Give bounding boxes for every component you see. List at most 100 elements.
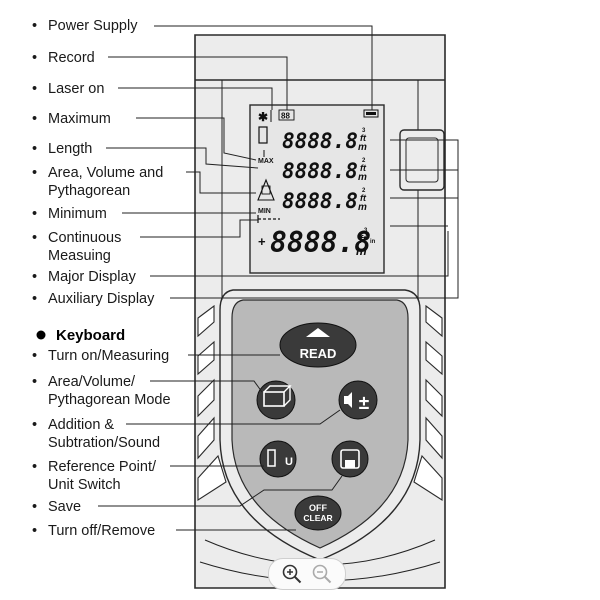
zoom-control bbox=[268, 558, 346, 590]
bullet-dot: • bbox=[32, 81, 37, 97]
keyboard-heading: Keyboard bbox=[56, 327, 125, 344]
bullet-dot: • bbox=[32, 18, 37, 34]
off-clear-button[interactable]: OFF CLEAR bbox=[294, 495, 342, 531]
label-minimum: Minimum bbox=[48, 206, 107, 222]
lcd-unit-in-major: in bbox=[370, 239, 376, 245]
leader-area-mode bbox=[150, 380, 263, 393]
feature-labels: • Power Supply • Record • Laser on • Max… bbox=[32, 18, 171, 539]
lcd-exp-major: 3 bbox=[364, 228, 368, 234]
leader-continuous bbox=[140, 219, 258, 238]
label-add-sub-line2: Subtration/Sound bbox=[48, 435, 160, 451]
bullet-dot: • bbox=[32, 417, 37, 433]
bullet-dot: • bbox=[32, 165, 37, 181]
lcd-screen: ✱ 88 8888.8 3 ft m MAX 8888.8 2 ft m MIN… bbox=[249, 104, 385, 274]
laser-on-icon: ✱ bbox=[258, 110, 268, 124]
lcd-unit-ft-row-2: ft bbox=[360, 163, 367, 173]
label-ref-point-line2: Unit Switch bbox=[48, 477, 121, 493]
label-save: Save bbox=[48, 499, 81, 515]
lcd-exp-row-2: 2 bbox=[362, 158, 366, 164]
battery-icon bbox=[363, 109, 379, 118]
lcd-exp-row-3: 2 bbox=[362, 188, 366, 194]
add-subtract-sound-button[interactable]: ± bbox=[338, 380, 378, 420]
label-maximum: Maximum bbox=[48, 111, 111, 127]
label-continuous-line2: Measuing bbox=[48, 248, 111, 264]
label-turn-on: Turn on/Measuring bbox=[48, 348, 169, 364]
bullet-dot: • bbox=[32, 291, 37, 307]
label-area-volume-line1: Area, Volume and bbox=[48, 165, 163, 181]
floppy-label-icon bbox=[345, 460, 355, 468]
bullet-dot: • bbox=[32, 111, 37, 127]
read-button-label: READ bbox=[300, 346, 337, 361]
leader-major-display bbox=[150, 231, 449, 277]
grip-ridge-left-5 bbox=[197, 454, 227, 502]
label-laser-on: Laser on bbox=[48, 81, 104, 97]
bullet-dot: • bbox=[32, 348, 37, 364]
leader-laser-on bbox=[118, 87, 273, 110]
keys: READ ± U OFF CLEAR bbox=[256, 322, 378, 531]
leader-save bbox=[98, 475, 343, 507]
lcd-unit-ft-row-3: ft bbox=[360, 193, 367, 203]
lcd-unit-ft-row-1: ft bbox=[360, 133, 367, 143]
label-ref-point-line1: Reference Point/ bbox=[48, 459, 157, 475]
leader-lines bbox=[98, 25, 459, 531]
leader-add-sub bbox=[126, 409, 341, 425]
zoom-in-icon[interactable] bbox=[281, 563, 303, 585]
leader-auxiliary-display bbox=[170, 154, 459, 299]
grip-ridge-right-4 bbox=[425, 416, 443, 460]
leader-power-supply bbox=[154, 25, 373, 110]
grip-ridge-right-3 bbox=[425, 378, 443, 418]
min-indicator: MIN bbox=[258, 208, 271, 215]
label-power-supply: Power Supply bbox=[48, 18, 138, 34]
lcd-unit-ft-major: ft bbox=[359, 234, 368, 246]
box-edge-icon bbox=[263, 385, 292, 407]
label-auxiliary-display: Auxiliary Display bbox=[48, 291, 155, 307]
grip-ridge-left-3 bbox=[197, 378, 215, 418]
bullet-dot: • bbox=[32, 523, 37, 539]
label-major-display: Major Display bbox=[48, 269, 137, 285]
bullet-dot: • bbox=[32, 141, 37, 157]
read-button[interactable]: READ bbox=[279, 322, 357, 368]
leader-record bbox=[108, 56, 288, 110]
lcd-exp-row-1: 3 bbox=[362, 128, 366, 134]
bullet-dot: • bbox=[32, 269, 37, 285]
speaker-icon bbox=[344, 392, 352, 408]
triangle-up-icon bbox=[306, 328, 330, 337]
box-icon bbox=[263, 391, 285, 407]
leader-area-volume bbox=[186, 171, 256, 194]
grip-ridge-right-5 bbox=[413, 454, 443, 502]
bullet-dot: • bbox=[32, 50, 37, 66]
lcd-unit-m-major: m bbox=[356, 244, 367, 258]
battery-level bbox=[366, 112, 376, 115]
label-record: Record bbox=[48, 50, 95, 66]
plus-minus-label: ± bbox=[359, 393, 369, 414]
lcd-digits-row-2: 8888.8 bbox=[282, 159, 358, 183]
bullet-dot: • bbox=[32, 459, 37, 475]
label-length: Length bbox=[48, 141, 92, 157]
area-volume-button[interactable] bbox=[256, 380, 296, 420]
lcd-digits-row-1: 8888.8 bbox=[282, 129, 358, 153]
side-button[interactable] bbox=[399, 129, 445, 191]
lcd-unit-m-row-3: m bbox=[358, 202, 367, 213]
label-turn-off: Turn off/Remove bbox=[48, 523, 155, 539]
area-icon bbox=[261, 185, 271, 195]
label-area-mode-line1: Area/Volume/ bbox=[48, 374, 136, 390]
lcd-digits-major: 8888.8 bbox=[270, 226, 371, 259]
plus-indicator: + bbox=[258, 234, 266, 249]
grip-ridge-right-1 bbox=[425, 304, 443, 338]
reference-unit-button[interactable]: U bbox=[259, 440, 297, 478]
record-counter: 88 bbox=[281, 112, 290, 121]
leader-length bbox=[106, 147, 259, 169]
lcd-frame bbox=[249, 104, 385, 274]
save-button[interactable] bbox=[331, 440, 369, 478]
bullet-dot: • bbox=[32, 206, 37, 222]
unit-switch-label: U bbox=[285, 456, 293, 468]
clear-label: CLEAR bbox=[303, 513, 332, 523]
lcd-digits-row-3: 8888.8 bbox=[282, 189, 358, 213]
keyboard-bullet bbox=[36, 330, 46, 340]
label-area-volume-line2: Pythagorean bbox=[48, 183, 130, 199]
grip-ridge-left-2 bbox=[197, 340, 215, 376]
leader-maximum bbox=[136, 117, 257, 161]
label-area-mode-line2: Pythagorean Mode bbox=[48, 392, 171, 408]
zoom-out-icon[interactable] bbox=[311, 563, 333, 585]
